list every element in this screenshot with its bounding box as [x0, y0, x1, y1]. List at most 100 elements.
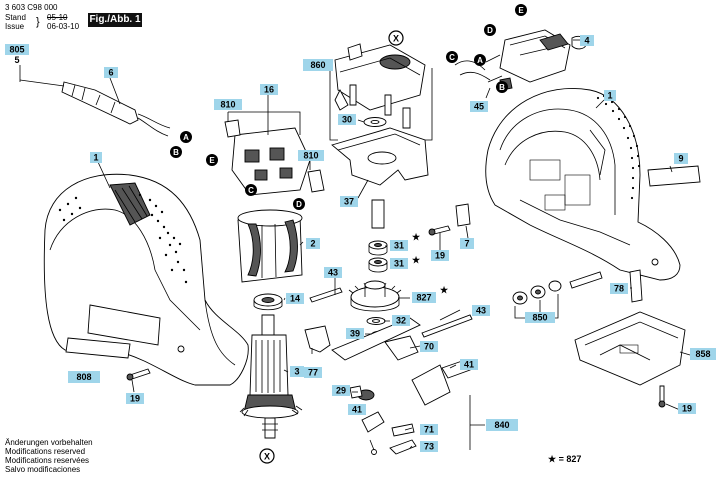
- svg-text:70: 70: [424, 342, 434, 352]
- svg-text:32: 32: [396, 316, 406, 326]
- part-9: 9: [674, 153, 688, 164]
- svg-text:9: 9: [678, 154, 683, 164]
- cross-mark-top: X: [388, 30, 404, 46]
- right-small-parts: [455, 203, 643, 305]
- svg-text:41: 41: [464, 360, 474, 370]
- svg-text:840: 840: [494, 420, 509, 430]
- svg-text:850: 850: [532, 313, 547, 323]
- svg-text:1: 1: [93, 153, 98, 163]
- connector-markers: A B C D E A B C D E: [170, 4, 527, 210]
- part-29: 29: [332, 385, 350, 396]
- svg-text:D: D: [487, 26, 493, 35]
- stand-value: 06-03-10: [47, 22, 80, 31]
- footer-note-es: Salvo modificaciones: [5, 465, 81, 474]
- svg-text:14: 14: [290, 294, 300, 304]
- svg-text:A: A: [477, 56, 483, 65]
- svg-text:B: B: [173, 148, 179, 157]
- part-43-left: 43: [324, 267, 342, 278]
- leader-lines: [19, 39, 691, 450]
- svg-text:31: 31: [394, 241, 404, 251]
- part-37: 37: [340, 196, 358, 207]
- star-icon: ★: [412, 255, 421, 265]
- star-icon: ★: [440, 285, 449, 295]
- part-5: 5: [14, 55, 19, 65]
- connector-e-right: E: [515, 4, 527, 16]
- svg-text:E: E: [518, 6, 524, 15]
- callout-810-upper: 810: [214, 99, 242, 110]
- connector-b-right: B: [496, 81, 508, 93]
- svg-text:77: 77: [308, 368, 318, 378]
- svg-text:858: 858: [695, 349, 710, 359]
- part-7: 7: [460, 238, 474, 249]
- left-housing-shell: [43, 173, 249, 386]
- svg-text:6: 6: [108, 68, 113, 78]
- svg-text:31: 31: [394, 259, 404, 269]
- svg-text:78: 78: [614, 284, 624, 294]
- part-6: 6: [104, 67, 118, 78]
- brace-icon: }: [36, 16, 40, 28]
- brush-holder-assembly: [224, 119, 325, 196]
- part-2: 2: [306, 238, 320, 249]
- figure-label: Fig./Abb. 1: [88, 13, 142, 27]
- connector-a-right: A: [474, 54, 486, 66]
- part-1-left: 1: [90, 152, 102, 163]
- svg-text:1: 1: [607, 91, 612, 101]
- connector-c-left: C: [245, 184, 257, 196]
- armature: [239, 314, 303, 439]
- part-14: 14: [286, 293, 304, 304]
- svg-text:41: 41: [352, 405, 362, 415]
- svg-text:X: X: [393, 34, 399, 44]
- part-number-labels: 1 1 2 3 4 5 6 7 9 14 16 19 19 19 29 30 3…: [14, 35, 696, 452]
- part-31-upper: 31: [390, 240, 408, 251]
- svg-text:808: 808: [76, 372, 91, 382]
- callout-808: 808: [68, 371, 100, 383]
- svg-text:810: 810: [220, 100, 235, 110]
- part-30: 30: [338, 114, 356, 125]
- svg-text:805: 805: [9, 45, 24, 55]
- grip-inserts: [65, 165, 701, 359]
- guide-plate: [331, 127, 429, 186]
- part-70: 70: [420, 341, 438, 352]
- footer-note-de: Änderungen vorbehalten: [5, 438, 93, 447]
- part-3: 3: [290, 366, 304, 377]
- part-19-middle: 19: [431, 250, 449, 261]
- switch-unit: [454, 29, 587, 91]
- screws: [126, 225, 666, 408]
- star-legend: ★ = 827: [548, 454, 581, 464]
- svg-text:X: X: [264, 452, 270, 462]
- callout-858: 858: [690, 348, 716, 360]
- svg-text:D: D: [296, 200, 302, 209]
- callout-840: 840: [486, 419, 518, 431]
- power-cord: [19, 79, 171, 137]
- stand-label: Stand: [5, 13, 26, 22]
- svg-text:810: 810: [303, 151, 318, 161]
- svg-text:2: 2: [310, 239, 315, 249]
- right-housing-shell: [485, 88, 681, 281]
- field-stator: [237, 209, 303, 283]
- part-39: 39: [346, 328, 364, 339]
- connector-d-left: D: [293, 198, 305, 210]
- part-71: 71: [420, 424, 438, 435]
- connector-b-left: B: [170, 146, 182, 158]
- issue-label: Issue: [5, 22, 25, 31]
- part-31-lower: 31: [390, 258, 408, 269]
- svg-text:E: E: [209, 156, 215, 165]
- part-19-left: 19: [126, 393, 144, 404]
- svg-text:39: 39: [350, 329, 360, 339]
- svg-text:29: 29: [336, 386, 346, 396]
- part-43-right: 43: [472, 305, 490, 316]
- svg-text:4: 4: [584, 36, 589, 46]
- part-73: 73: [420, 441, 438, 452]
- drive-gear: [348, 280, 402, 312]
- svg-text:71: 71: [424, 425, 434, 435]
- connector-c-right: C: [446, 51, 458, 63]
- svg-text:19: 19: [130, 394, 140, 404]
- gear-housing-cover: [334, 43, 426, 129]
- svg-text:73: 73: [424, 442, 434, 452]
- svg-text:7: 7: [464, 239, 469, 249]
- svg-text:43: 43: [476, 306, 486, 316]
- lifting-rod-assembly: [304, 317, 471, 455]
- footer-note-en: Modifications reserved: [5, 447, 86, 456]
